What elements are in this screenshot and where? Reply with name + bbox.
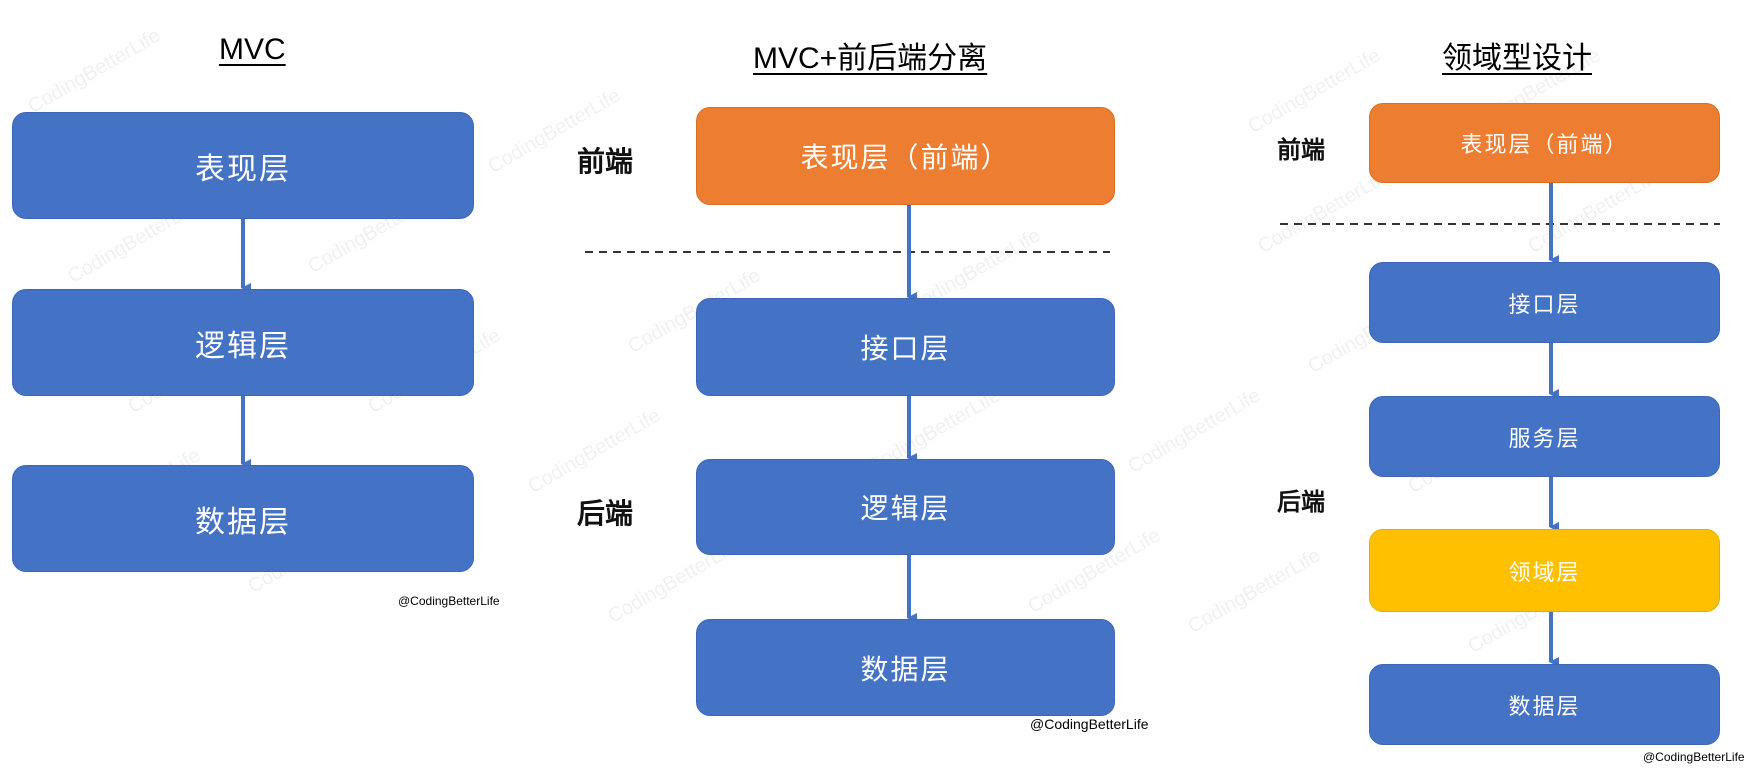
interface-layer: 接口层 xyxy=(1369,262,1720,343)
logic-layer: 逻辑层 xyxy=(696,459,1115,555)
data-layer: 数据层 xyxy=(12,465,474,572)
credit-label: @CodingBetterLife xyxy=(1643,750,1745,764)
credit-label: @CodingBetterLife xyxy=(398,594,500,608)
presentation-layer-frontend: 表现层（前端） xyxy=(1369,103,1720,183)
mvc-title: MVC xyxy=(219,33,286,66)
logic-layer: 逻辑层 xyxy=(12,289,474,396)
data-layer: 数据层 xyxy=(696,619,1115,716)
presentation-layer: 表现层 xyxy=(12,112,474,219)
interface-layer: 接口层 xyxy=(696,298,1115,396)
data-layer: 数据层 xyxy=(1369,664,1720,745)
presentation-layer-frontend: 表现层（前端） xyxy=(696,107,1115,205)
mvc-separated-title: MVC+前后端分离 xyxy=(753,42,988,75)
domain-design-title: 领域型设计 xyxy=(1442,42,1592,75)
domain-layer: 领域层 xyxy=(1369,529,1720,612)
frontend-label: 前端 xyxy=(577,145,634,178)
credit-label: @CodingBetterLife xyxy=(1030,716,1149,732)
frontend-label: 前端 xyxy=(1277,136,1325,164)
service-layer: 服务层 xyxy=(1369,396,1720,477)
backend-label: 后端 xyxy=(577,497,634,530)
backend-label: 后端 xyxy=(1277,488,1325,516)
